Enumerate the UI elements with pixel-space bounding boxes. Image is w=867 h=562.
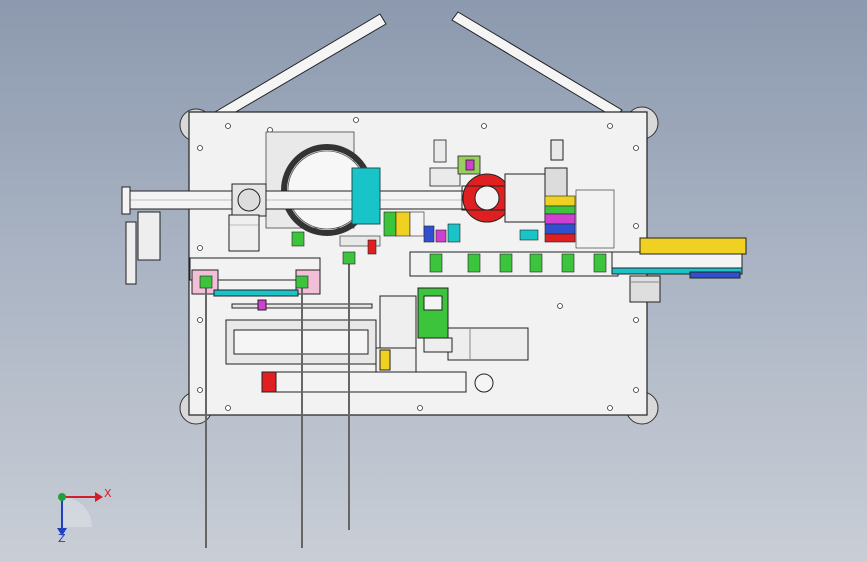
conveyor-clamp	[561, 253, 575, 273]
bolt-hole	[607, 123, 613, 129]
right-cylinder	[504, 139, 568, 223]
lower-bar	[261, 371, 494, 393]
x-axis-label: X	[104, 487, 112, 500]
bolt-hole	[607, 405, 613, 411]
motor-block-left	[228, 183, 267, 252]
support-arms	[214, 11, 623, 121]
conveyor-clamps	[429, 253, 607, 273]
bolt-hole	[225, 123, 231, 129]
top-valves	[429, 139, 481, 187]
bolt-hole	[197, 145, 203, 151]
conveyor-clamp	[467, 253, 481, 273]
bolt-hole	[197, 317, 203, 323]
hanging-cylinder	[629, 275, 661, 303]
bolt-hole	[197, 245, 203, 251]
bolt-hole	[633, 387, 639, 393]
cyan-block	[351, 167, 381, 225]
bolt-hole	[557, 303, 563, 309]
bolt-hole	[353, 117, 359, 123]
z-axis-label: Z	[58, 532, 66, 545]
conveyor-rail	[409, 237, 747, 279]
rotary-red-disk	[461, 173, 515, 223]
probe-heads	[199, 251, 356, 289]
mid-components	[291, 211, 539, 255]
bolt-hole	[633, 145, 639, 151]
conveyor-clamp	[429, 253, 443, 273]
bolt-hole	[197, 387, 203, 393]
bolt-hole	[225, 405, 231, 411]
probe-rods	[205, 262, 350, 548]
green-valve-block	[375, 287, 449, 373]
left-bracket	[125, 211, 161, 285]
bolt-hole	[481, 123, 487, 129]
bolt-hole	[633, 317, 639, 323]
coordinate-triad: X Z	[57, 487, 112, 545]
conveyor-clamp	[593, 253, 607, 273]
conveyor-clamp	[499, 253, 513, 273]
colored-stack	[544, 189, 615, 249]
conveyor-clamp	[529, 253, 543, 273]
bolt-holes	[197, 117, 639, 411]
bolt-hole	[417, 405, 423, 411]
bolt-hole	[633, 223, 639, 229]
horizontal-cylinder	[423, 327, 529, 361]
